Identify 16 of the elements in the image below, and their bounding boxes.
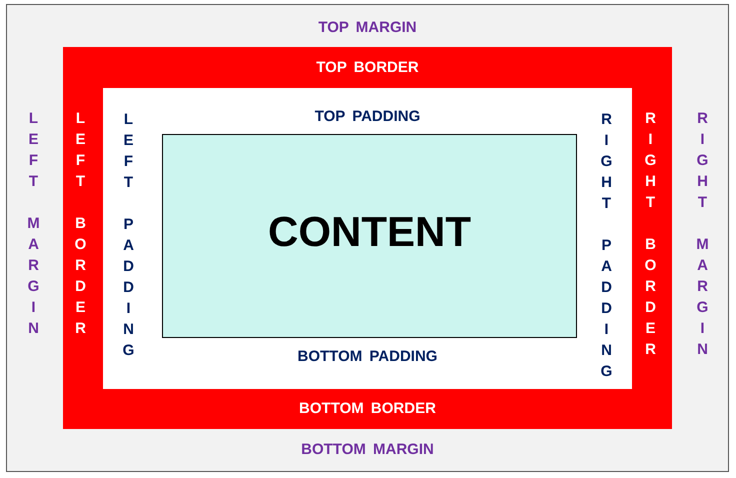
border-label: BOTTOM BORDER: [298, 401, 437, 416]
border-label: TOP BORDER: [315, 60, 420, 75]
padding-label: LEFT PADDING: [121, 111, 136, 363]
content-label: CONTENT: [267, 211, 472, 253]
padding-area: [103, 88, 632, 389]
margin-label: LEFT MARGIN: [26, 110, 41, 341]
margin-area: [6, 4, 729, 472]
padding-label: BOTTOM PADDING: [296, 349, 438, 364]
padding-label: RIGHT PADDING: [599, 111, 614, 384]
border-area: [63, 47, 672, 429]
margin-label: RIGHT MARGIN: [695, 110, 710, 362]
border-label: LEFT BORDER: [73, 110, 88, 341]
border-label: RIGHT BORDER: [643, 110, 658, 362]
content-box: [162, 134, 577, 338]
margin-label: TOP MARGIN: [317, 20, 418, 35]
margin-label: BOTTOM MARGIN: [300, 442, 435, 457]
